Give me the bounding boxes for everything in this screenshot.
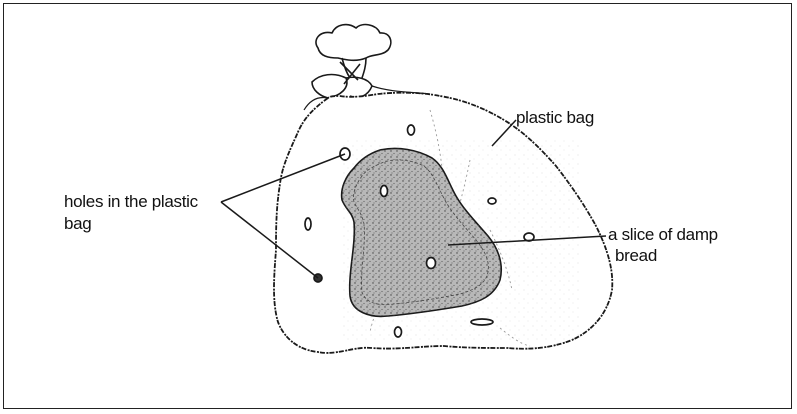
hole (471, 319, 493, 325)
hole (305, 218, 311, 230)
hole (427, 258, 436, 269)
label-bread-line2: bread (615, 246, 657, 266)
label-holes-line1: holes in the plastic (64, 192, 198, 212)
hole (395, 327, 402, 337)
bag-tie (312, 25, 391, 98)
label-bread-line1: a slice of damp (608, 225, 718, 245)
label-holes-line2: bag (64, 214, 91, 234)
hole (408, 125, 415, 135)
hole (381, 186, 388, 197)
hole (488, 198, 496, 204)
label-plastic-bag: plastic bag (516, 108, 594, 128)
